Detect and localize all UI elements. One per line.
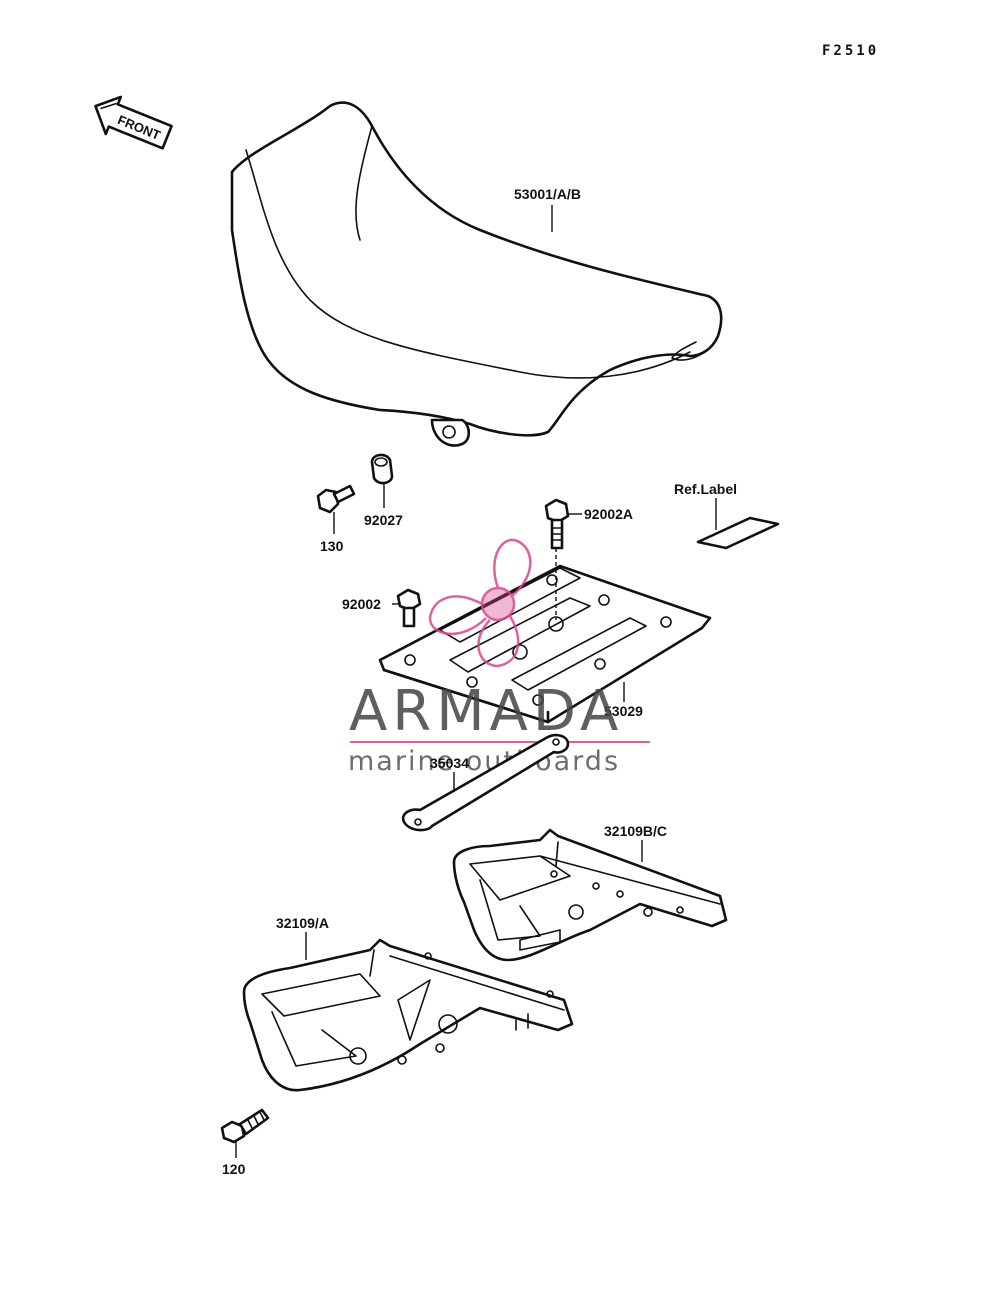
- diagram-ref-code: F2510: [822, 43, 879, 59]
- bolt-92002a-part: [544, 498, 570, 550]
- front-arrow-icon: FRONT: [94, 95, 173, 150]
- seat-part: [230, 101, 723, 447]
- label-bolt-92002: 92002: [342, 596, 381, 612]
- collar-92027-part: [370, 453, 394, 485]
- label-bracket-right: 32109B/C: [604, 823, 667, 839]
- ref-label-part: [696, 516, 780, 550]
- watermark-brand: ARMADA: [349, 679, 623, 744]
- bracket-right-part: [452, 828, 728, 962]
- label-strap: 35034: [430, 755, 469, 771]
- label-bracket-left: 32109/A: [276, 915, 329, 931]
- bolt-130-part: [316, 484, 356, 514]
- label-collar-92027: 92027: [364, 512, 403, 528]
- label-bolt-130: 130: [320, 538, 344, 554]
- label-bolt-92002a: 92002A: [584, 506, 633, 522]
- armada-logo-icon: [428, 538, 532, 668]
- bolt-92002-part: [396, 588, 422, 628]
- watermark-tagline: marine outboards: [348, 746, 620, 777]
- label-ref-label: Ref.Label: [674, 481, 737, 497]
- label-seat-base: 53029: [604, 703, 643, 719]
- bracket-left-part: [242, 938, 574, 1092]
- seat-base-part: [378, 548, 712, 724]
- armada-watermark: ARMADA marine outboards: [348, 538, 650, 777]
- bolt-120-part: [220, 1108, 270, 1144]
- label-seat: 53001/A/B: [514, 186, 581, 202]
- label-bolt-120: 120: [222, 1161, 246, 1177]
- strap-35034-part: [401, 733, 570, 832]
